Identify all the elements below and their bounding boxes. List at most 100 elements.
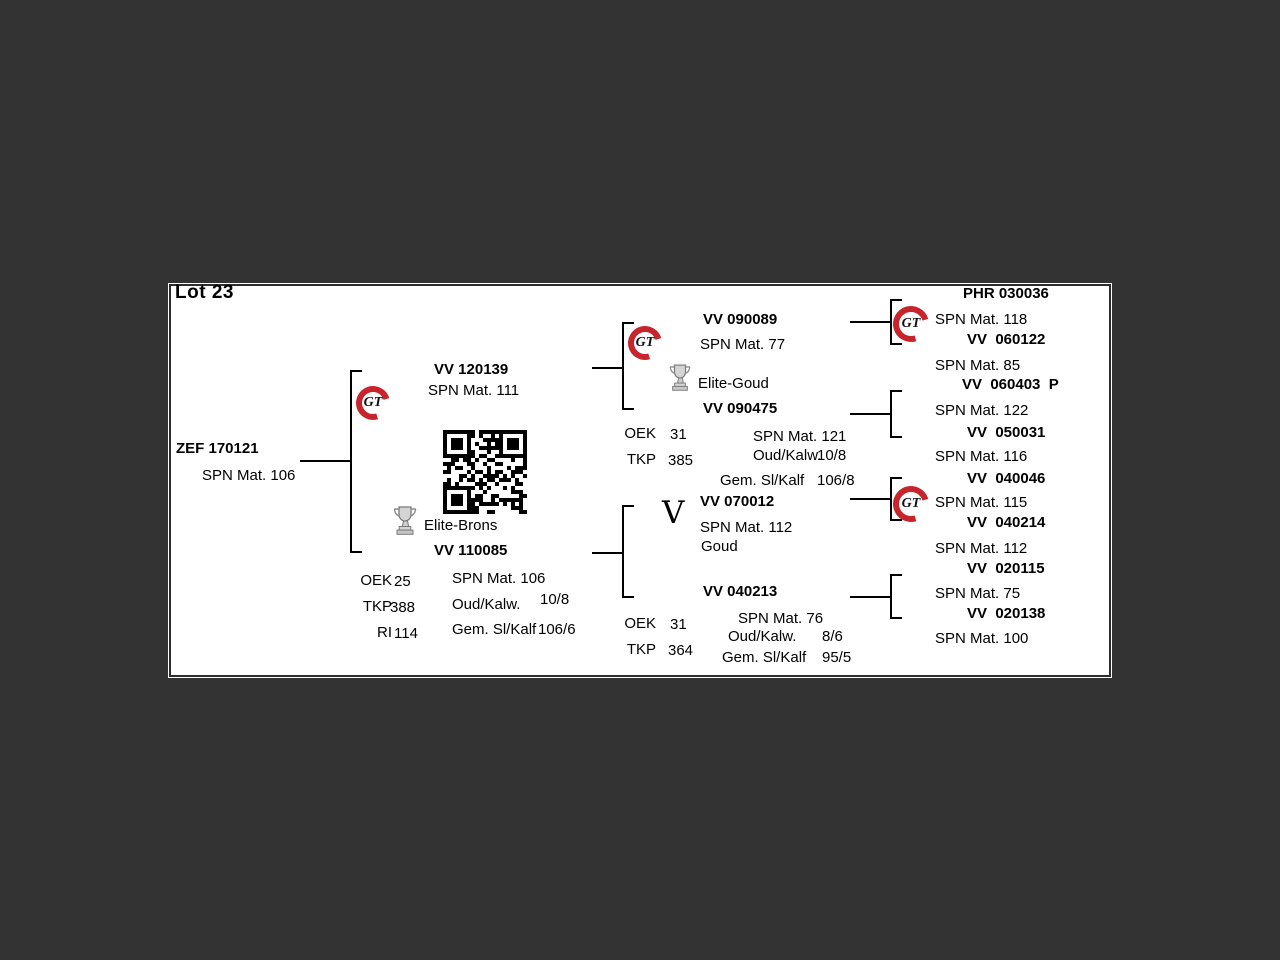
gt-logo-text: GT [363, 395, 383, 410]
dam-stat-tkp-label: TKP [362, 598, 392, 615]
subject-name: ZEF 170121 [176, 440, 259, 457]
dam-dam-oud-value: 8/6 [822, 628, 843, 645]
ggp-name: VV 060122 [967, 331, 1046, 348]
connector-line [890, 574, 892, 619]
sire-dam-gem-value: 106/8 [817, 472, 855, 489]
connector-line [890, 299, 902, 301]
gt-logo-text: GT [635, 335, 655, 350]
connector-line [350, 551, 362, 553]
connector-line [890, 299, 892, 345]
pedigree-panel: Lot 23 ZEF 170121 SPN Mat. 106 GT VV 120… [168, 283, 1112, 678]
ggp-name: PHR 030036 [963, 285, 1049, 302]
gt-logo-text: GT [901, 496, 921, 511]
dam-sire-spn: SPN Mat. 112 [700, 519, 793, 536]
dam-dam-stat-oek-label: OEK [624, 615, 656, 632]
connector-line [890, 343, 902, 345]
dam-sire-name: VV 070012 [700, 493, 775, 510]
dam-name: VV 110085 [434, 542, 508, 559]
connector-line [890, 477, 902, 479]
gt-logo-text: GT [901, 316, 921, 331]
dam-sire-award: Goud [701, 538, 738, 555]
gt-logo-icon: GT [886, 479, 936, 529]
connector-line [622, 408, 634, 410]
ggp-spn: SPN Mat. 75 [935, 585, 1021, 602]
dam-dam-stat-tkp-label: TKP [626, 641, 656, 658]
sire-dam-stat-tkp-label: TKP [626, 451, 656, 468]
dam-stat-oek-value: 25 [394, 573, 411, 590]
gt-logo-icon: GT [886, 299, 936, 349]
sire-dam-stat-oek-label: OEK [624, 425, 656, 442]
dam-dam-name: VV 040213 [703, 583, 778, 600]
connector-line [622, 505, 624, 598]
connector-line [890, 617, 902, 619]
connector-line [622, 322, 624, 410]
dam-dam-gem-label: Gem. Sl/Kalf [722, 649, 807, 666]
ggp-spn: SPN Mat. 116 [935, 448, 1028, 465]
dam-oud-label: Oud/Kalw. [452, 596, 521, 613]
connector-line [622, 322, 634, 324]
sire-dam-oud-label: Oud/Kalw. [753, 447, 822, 464]
ggp-name: VV 060403 P [962, 376, 1059, 393]
connector-line [350, 370, 362, 372]
connector-line [890, 574, 902, 576]
connector-line [350, 370, 352, 553]
sire-sire-spn: SPN Mat. 77 [700, 336, 786, 353]
connector-line [890, 436, 902, 438]
sire-dam-name: VV 090475 [703, 400, 778, 417]
connector-line [592, 367, 622, 369]
connector-line [622, 505, 634, 507]
dam-gem-label: Gem. Sl/Kalf [452, 621, 537, 638]
dam-dam-gem-value: 95/5 [822, 649, 852, 666]
ggp-spn: SPN Mat. 115 [935, 494, 1028, 511]
dam-award: Elite-Brons [424, 517, 498, 534]
sire-spn: SPN Mat. 111 [428, 382, 520, 399]
gt-logo-icon: GT [350, 380, 396, 426]
v-mark: V [662, 495, 685, 531]
dam-stat-ri-value: 114 [394, 625, 418, 642]
connector-line [890, 390, 892, 438]
dam-stat-tkp-value: 388 [390, 599, 416, 616]
dam-dam-stat-tkp-value: 364 [668, 642, 694, 659]
dam-dam-oud-label: Oud/Kalw. [728, 628, 797, 645]
connector-line [622, 596, 634, 598]
dam-gem-value: 106/6 [538, 621, 576, 638]
trophy-icon [392, 504, 418, 543]
ggp-spn: SPN Mat. 112 [935, 540, 1028, 557]
ggp-name: VV 040214 [967, 514, 1046, 531]
ggp-spn: SPN Mat. 118 [935, 311, 1028, 328]
sire-dam-gem-label: Gem. Sl/Kalf [720, 472, 805, 489]
subject-spn: SPN Mat. 106 [202, 467, 296, 484]
ggp-name: VV 040046 [967, 470, 1046, 487]
connector-line [850, 498, 890, 500]
sire-dam-award: Elite-Goud [698, 375, 769, 392]
lot-title: Lot 23 [175, 282, 234, 303]
ggp-spn: SPN Mat. 122 [935, 402, 1029, 419]
connector-line [592, 552, 622, 554]
connector-line [890, 390, 902, 392]
dam-stat-ri-label: RI [377, 624, 392, 641]
trophy-icon [668, 362, 692, 399]
dam-dam-stat-oek-value: 31 [670, 616, 687, 633]
dam-oud-value: 10/8 [540, 591, 570, 608]
dam-spn: SPN Mat. 106 [452, 570, 546, 587]
sire-name: VV 120139 [434, 361, 509, 378]
gt-logo-icon: GT [622, 320, 668, 366]
ggp-name: VV 020138 [967, 605, 1046, 622]
sire-dam-stat-oek-value: 31 [670, 426, 687, 443]
connector-line [890, 477, 892, 521]
qr-code [443, 430, 527, 514]
sire-dam-oud-value: 10/8 [817, 447, 847, 464]
ggp-name: VV 050031 [967, 424, 1046, 441]
sire-dam-spn: SPN Mat. 121 [753, 428, 847, 445]
dam-dam-spn: SPN Mat. 76 [738, 610, 824, 627]
connector-line [890, 519, 902, 521]
ggp-spn: SPN Mat. 85 [935, 357, 1021, 374]
ggp-name: VV 020115 [967, 560, 1045, 577]
connector-line [300, 460, 350, 462]
dam-stat-oek-label: OEK [360, 572, 392, 589]
connector-line [850, 596, 890, 598]
connector-line [850, 321, 890, 323]
ggp-spn: SPN Mat. 100 [935, 630, 1029, 647]
sire-sire-name: VV 090089 [703, 311, 778, 328]
